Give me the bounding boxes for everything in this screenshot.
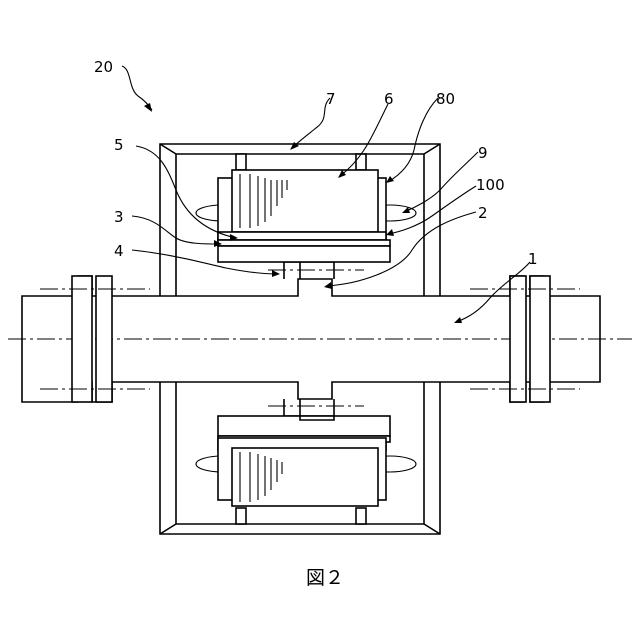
lower-post-right — [356, 508, 366, 524]
label-plate-lower: 3 — [114, 208, 124, 226]
lower-post-left — [236, 508, 246, 524]
shaft-key-bottom — [284, 399, 300, 416]
housing-top-plate-l — [160, 144, 176, 154]
right-flange-inner — [510, 276, 526, 402]
label-shaft: 1 — [528, 250, 538, 268]
label-housing: 7 — [326, 90, 336, 108]
label-hub: 4 — [114, 242, 124, 260]
label-coil: 9 — [478, 144, 488, 162]
left-flange-outer — [72, 276, 92, 402]
upper-magnet-block — [232, 170, 378, 232]
label-assembly: 20 — [94, 58, 113, 76]
upper-inner-layer — [218, 232, 386, 240]
right-flange-outer — [530, 276, 550, 402]
housing-top-plate-r — [424, 144, 440, 154]
shaft-key-bottom-right — [300, 399, 334, 416]
upper-hub-base — [218, 246, 390, 262]
upper-post-left — [236, 154, 246, 170]
lower-magnet-block — [232, 448, 378, 506]
housing-bottom-plate-l — [160, 524, 176, 534]
upper-post-right — [356, 154, 366, 170]
label-gap: 2 — [478, 204, 488, 222]
left-flange-inner — [96, 276, 112, 402]
upper-plate — [218, 240, 390, 246]
housing-bottom-plate-r — [424, 524, 440, 534]
label-inner-layer: 100 — [476, 176, 505, 194]
figure-caption: 図２ — [306, 567, 344, 589]
label-magnet-block: 6 — [384, 90, 394, 108]
label-plate-upper: 5 — [114, 136, 124, 154]
lower-hub-base — [218, 416, 390, 436]
label-outer-ring: 80 — [436, 90, 455, 108]
